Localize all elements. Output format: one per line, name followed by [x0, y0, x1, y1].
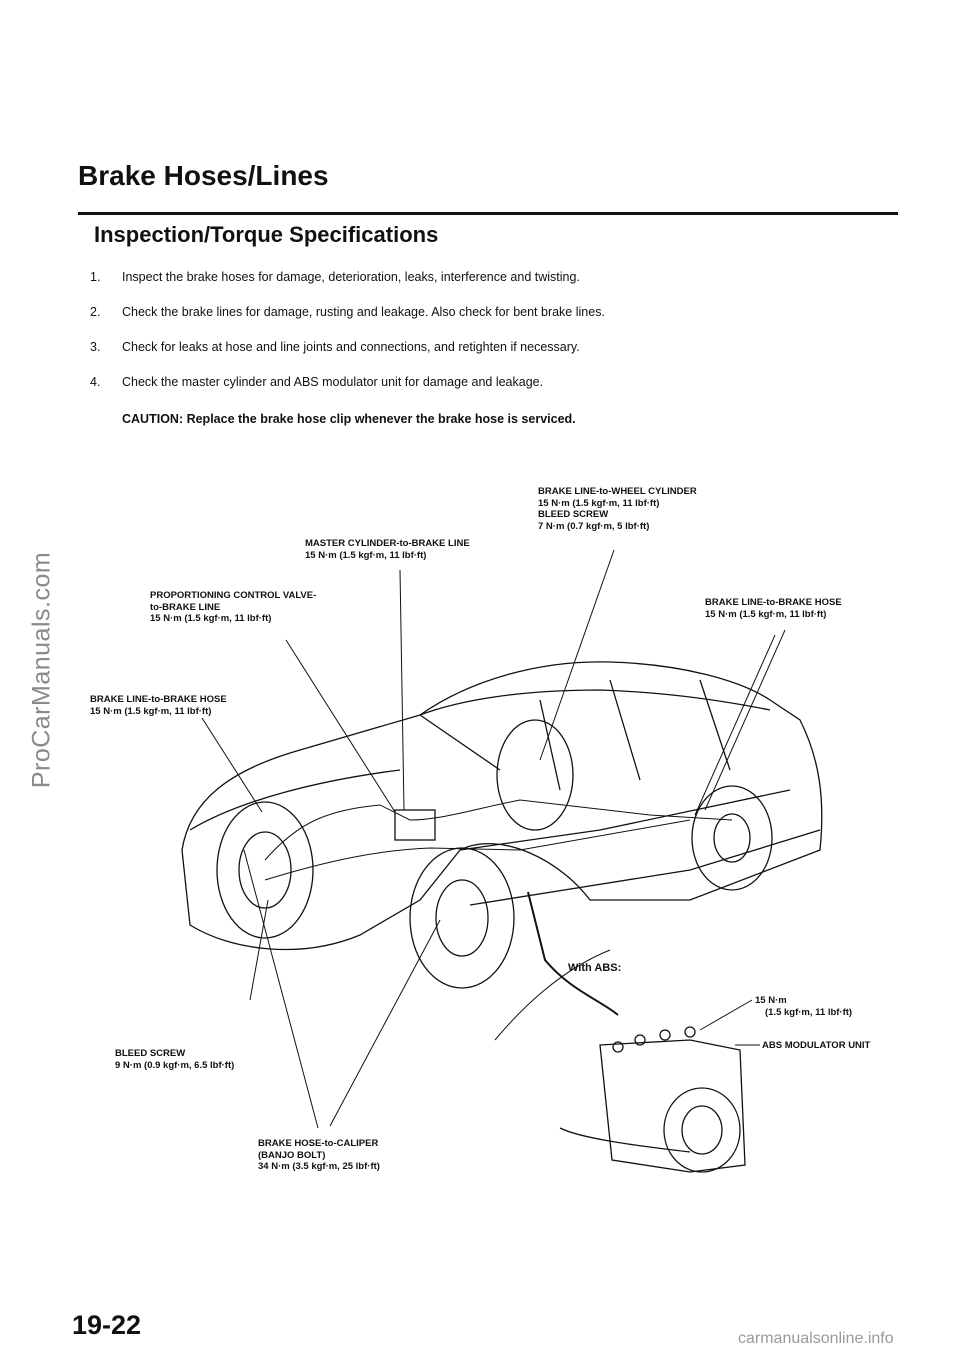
- abs-leader: [527, 891, 619, 1016]
- callout-text: 15 N·m (1.5 kgf·m, 11 lbf·ft): [705, 608, 827, 620]
- step-number: 3.: [90, 340, 101, 354]
- callout-text: BRAKE LINE-to-BRAKE HOSE: [705, 597, 842, 608]
- car-side-line: [459, 789, 791, 851]
- callout-text: (1.5 kgf·m, 11 lbf·ft): [765, 1006, 853, 1018]
- master-cylinder: [394, 809, 436, 841]
- callout-text: 15 N·m: [755, 995, 787, 1006]
- step-number: 2.: [90, 305, 101, 319]
- callout-text: 15 N·m (1.5 kgf·m, 11 lbf·ft): [538, 497, 660, 509]
- car-windshield: [419, 679, 731, 791]
- callout-text: BLEED SCREW: [538, 509, 609, 520]
- callout-text: 15 N·m (1.5 kgf·m, 11 lbf·ft): [305, 549, 427, 561]
- callout-line-to-hose-rear: BRAKE LINE-to-BRAKE HOSE 15 N·m (1.5 kgf…: [705, 597, 842, 620]
- step-text: Check the brake lines for damage, rustin…: [122, 305, 605, 319]
- brake-system-illustration: [181, 549, 823, 1173]
- inspection-steps: 1. Inspect the brake hoses for damage, d…: [90, 270, 870, 410]
- callout-hose-to-caliper: BRAKE HOSE-to-CALIPER (BANJO BOLT) 34 N·…: [258, 1138, 380, 1173]
- car-roof-line: [419, 689, 771, 716]
- callout-text: 15 N·m (1.5 kgf·m, 11 lbf·ft): [90, 705, 212, 717]
- step-item: 4. Check the master cylinder and ABS mod…: [90, 375, 870, 410]
- page-number: 19-22: [72, 1310, 142, 1340]
- callout-abs-torque: 15 N·m (1.5 kgf·m, 11 lbf·ft): [755, 995, 852, 1018]
- front-left-wheel: [216, 801, 314, 939]
- car-lower-line: [469, 829, 821, 906]
- title-divider: [78, 212, 898, 215]
- rear-left-wheel: [496, 719, 574, 831]
- callout-text: BRAKE HOSE-to-CALIPER: [258, 1138, 379, 1149]
- caution-note: CAUTION: Replace the brake hose clip whe…: [122, 412, 576, 426]
- car-hood-line: [189, 769, 401, 831]
- brake-line-route: [264, 799, 733, 861]
- leader-lines: [201, 549, 786, 1129]
- step-item: 3. Check for leaks at hose and line join…: [90, 340, 870, 375]
- callout-text: 7 N·m (0.7 kgf·m, 5 lbf·ft): [538, 520, 650, 532]
- step-number: 1.: [90, 270, 101, 284]
- step-text: Inspect the brake hoses for damage, dete…: [122, 270, 580, 284]
- page-title: Brake Hoses/Lines: [78, 160, 329, 191]
- callout-text: (BANJO BOLT): [258, 1149, 326, 1161]
- section-subtitle: Inspection/Torque Specifications: [94, 222, 439, 247]
- step-item: 2. Check the brake lines for damage, rus…: [90, 305, 870, 340]
- step-text: Check the master cylinder and ABS modula…: [122, 375, 544, 389]
- callout-text: BRAKE LINE-to-BRAKE HOSE: [90, 694, 227, 705]
- with-abs-label: With ABS:: [568, 962, 622, 974]
- callout-line-to-hose-front: BRAKE LINE-to-BRAKE HOSE 15 N·m (1.5 kgf…: [90, 694, 227, 717]
- rear-right-wheel: [691, 785, 773, 891]
- callout-proportioning-valve: PROPORTIONING CONTROL VALVE- to-BRAKE LI…: [150, 590, 316, 625]
- callout-bleed-screw-front: BLEED SCREW 9 N·m (0.9 kgf·m, 6.5 lbf·ft…: [115, 1048, 234, 1071]
- callout-text: BLEED SCREW: [115, 1048, 186, 1059]
- callout-text: 15 N·m (1.5 kgf·m, 11 lbf·ft): [150, 613, 272, 624]
- callout-line-to-wheel-cylinder: BRAKE LINE-to-WHEEL CYLINDER 15 N·m (1.5…: [538, 486, 697, 532]
- car-body-outline: [181, 661, 823, 951]
- callout-master-cylinder-line: MASTER CYLINDER-to-BRAKE LINE 15 N·m (1.…: [305, 538, 470, 561]
- callout-text: PROPORTIONING CONTROL VALVE-: [150, 590, 317, 601]
- callout-abs-modulator-unit: ABS MODULATOR UNIT: [762, 1040, 871, 1051]
- step-text: Check for leaks at hose and line joints …: [122, 340, 580, 354]
- footer-url: carmanualsonline.info: [738, 1330, 894, 1347]
- callout-text: BRAKE LINE-to-WHEEL CYLINDER: [538, 486, 697, 497]
- step-number: 4.: [90, 375, 101, 389]
- step-item: 1. Inspect the brake hoses for damage, d…: [90, 270, 870, 305]
- callout-text: to-BRAKE LINE: [150, 601, 221, 613]
- front-right-wheel: [409, 847, 515, 989]
- callout-text: 34 N·m (3.5 kgf·m, 25 lbf·ft): [258, 1161, 380, 1172]
- callout-text: 9 N·m (0.9 kgf·m, 6.5 lbf·ft): [115, 1059, 235, 1071]
- callout-text: MASTER CYLINDER-to-BRAKE LINE: [305, 538, 470, 549]
- abs-modulator: [599, 1039, 746, 1173]
